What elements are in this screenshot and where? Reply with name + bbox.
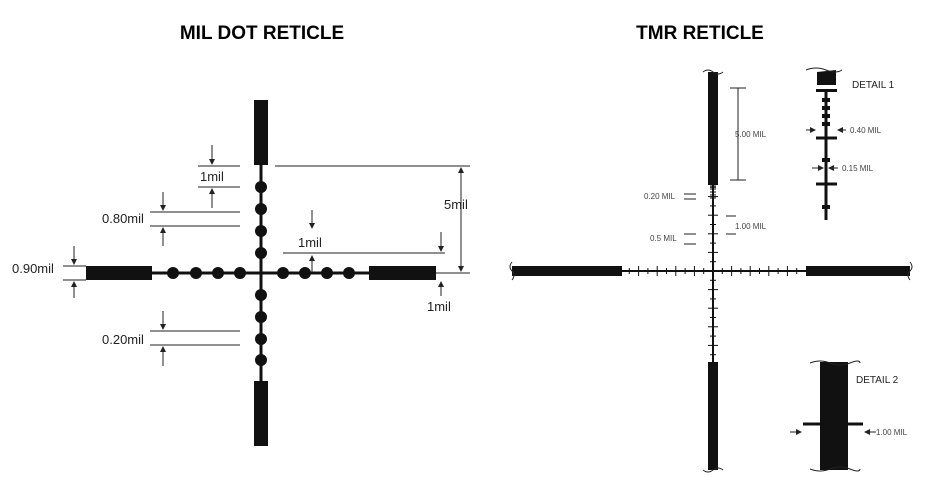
mil-dot [255,225,267,237]
post-length-label: 5mil [444,197,468,212]
tmr-small-spacing-label: 0.20 MIL [644,192,676,201]
tmr-major-spacing-label: 1.00 MIL [735,222,767,231]
mil-dot [255,289,267,301]
mil-dot [234,267,246,279]
detail-tick [822,114,830,118]
mil-dot [299,267,311,279]
mil-dot [255,333,267,345]
detail-tick [822,205,830,209]
bottom-post [254,381,268,446]
dot-size-label: 0.80mil [102,211,144,226]
post-thickness-label: 0.90mil [12,261,54,276]
dot-spacing-label: 1mil [200,169,224,184]
detail-1-wide-tick-label: 0.40 MIL [850,126,882,135]
detail-1-line-width-label: 0.15 MIL [842,164,874,173]
right-post [369,266,436,280]
tmr-half-spacing-label: 0.5 MIL [650,234,677,243]
mil-dot [212,267,224,279]
mil-dot [255,311,267,323]
mil-dot [277,267,289,279]
detail-2: DETAIL 2 1.00 MIL [790,360,908,472]
left-post [86,266,152,280]
mil-dot [343,267,355,279]
detail-tick [822,158,830,162]
tmr-post-length-label: 5.00 MIL [735,130,767,139]
detail-tick [822,106,830,110]
detail-tick [822,98,830,102]
mil-dot [255,181,267,193]
line-thickness-label: 0.20mil [102,332,144,347]
detail-2-title: DETAIL 2 [856,375,899,386]
mil-dot [190,267,202,279]
detail-1: DETAIL 1 0.40 MIL 0.15 MIL [805,67,895,220]
mil-dots [167,181,355,366]
detail-1-title: DETAIL 1 [852,80,895,91]
mil-dot [167,267,179,279]
mil-dot-reticle [86,100,436,446]
top-post [254,100,268,165]
mil-dot [255,203,267,215]
tmr-ticks [628,185,798,356]
tmr-reticle [509,69,913,473]
detail-major-tick [816,136,837,140]
post-gap-label: 1mil [298,235,322,250]
mil-dot-dimensions: 1mil 0.80mil 0.90mil 1mil 5mil 1mil 0.20… [12,145,470,366]
mil-dot [321,267,333,279]
mil-dot [255,354,267,366]
mil-dot-title: MIL DOT RETICLE [180,23,344,44]
detail-2-post-width-label: 1.00 MIL [876,428,908,437]
detail-major-tick [816,182,837,186]
tmr-dimensions: 5.00 MIL 0.20 MIL 1.00 MIL 0.5 MIL [644,87,767,245]
tmr-title: TMR RETICLE [636,23,764,44]
detail-tick [822,122,830,126]
mil-dot [255,247,267,259]
post-to-dot-label: 1mil [427,299,451,314]
